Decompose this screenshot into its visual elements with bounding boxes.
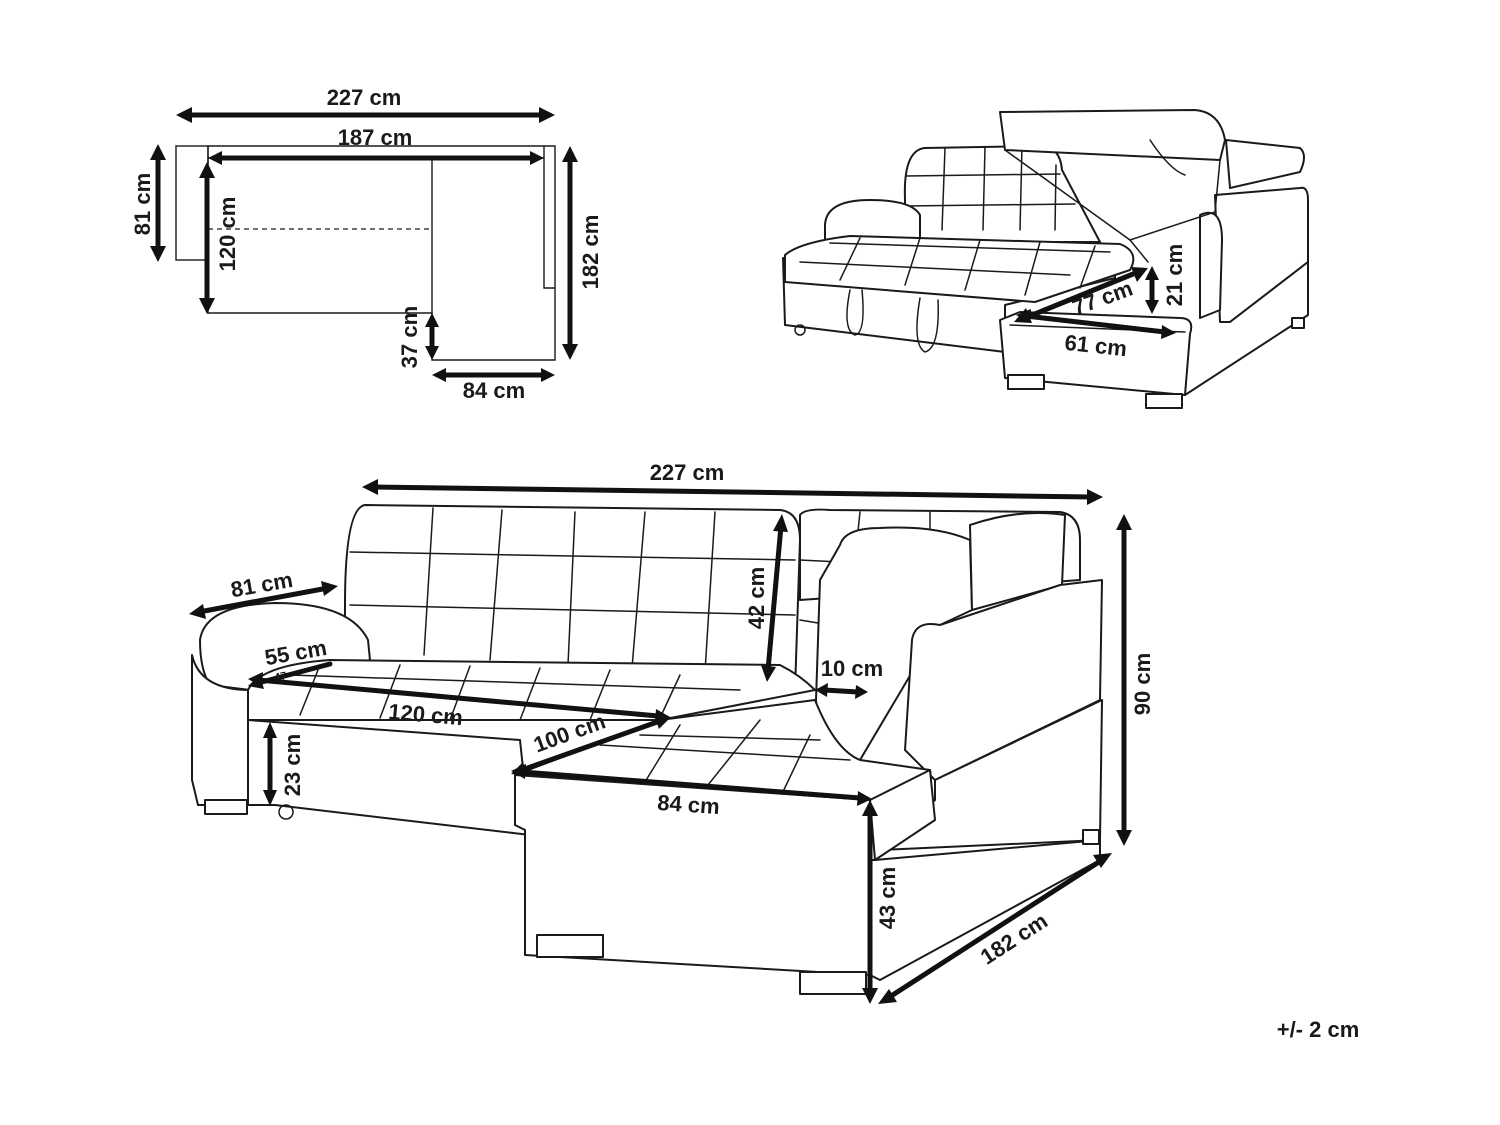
label-main-43: 43 cm: [875, 867, 900, 929]
label-plan-81: 81 cm: [130, 173, 155, 235]
dim-main-90: 90 cm: [1116, 514, 1155, 846]
dim-plan-120: 120 cm: [199, 162, 240, 314]
tolerance-note: +/- 2 cm: [1277, 1017, 1360, 1042]
main-sofa-view: 227 cm 81 cm 55 cm 47 42 cm 10 cm: [189, 460, 1155, 1004]
label-main-90: 90 cm: [1130, 653, 1155, 715]
label-main-227: 227 cm: [650, 460, 725, 485]
label-plan-84: 84 cm: [463, 378, 525, 403]
dim-main-42: 42 cm: [744, 514, 788, 682]
label-storage-21: 21 cm: [1162, 244, 1187, 306]
label-main-42: 42 cm: [744, 567, 769, 629]
storage-chaise: [999, 311, 1193, 396]
storage-backrest: [903, 145, 1101, 243]
dim-main-227: 227 cm: [362, 460, 1103, 505]
label-main-84: 84 cm: [657, 790, 721, 819]
dim-plan-84: 84 cm: [432, 368, 555, 403]
label-plan-187: 187 cm: [338, 125, 413, 150]
label-plan-227: 227 cm: [327, 85, 402, 110]
dim-main-43: 43 cm: [862, 800, 900, 1004]
label-main-120: 120 cm: [387, 699, 464, 730]
dim-plan-37: 37 cm: [397, 306, 439, 368]
dim-plan-227: 227 cm: [176, 85, 555, 123]
storage-view: 77 cm 61 cm 21 cm: [782, 109, 1309, 409]
floor-plan: 227 cm 187 cm 81 cm 120 cm 1: [130, 85, 603, 403]
dim-plan-182: 182 cm: [562, 146, 603, 360]
dim-plan-187: 187 cm: [208, 125, 544, 165]
dim-main-84: 84 cm: [511, 764, 872, 819]
storage-left-arm: [824, 199, 921, 243]
storage-lid: [999, 109, 1226, 161]
label-main-23: 23 cm: [280, 734, 305, 796]
label-plan-120: 120 cm: [215, 197, 240, 272]
dim-main-23: 23 cm: [263, 722, 305, 806]
label-plan-37: 37 cm: [397, 306, 422, 368]
label-main-10: 10 cm: [821, 656, 883, 681]
dim-plan-81: 81 cm: [130, 144, 166, 262]
dim-storage-21: 21 cm: [1145, 244, 1187, 314]
dim-main-10: 10 cm: [815, 656, 883, 699]
label-plan-182: 182 cm: [578, 215, 603, 290]
